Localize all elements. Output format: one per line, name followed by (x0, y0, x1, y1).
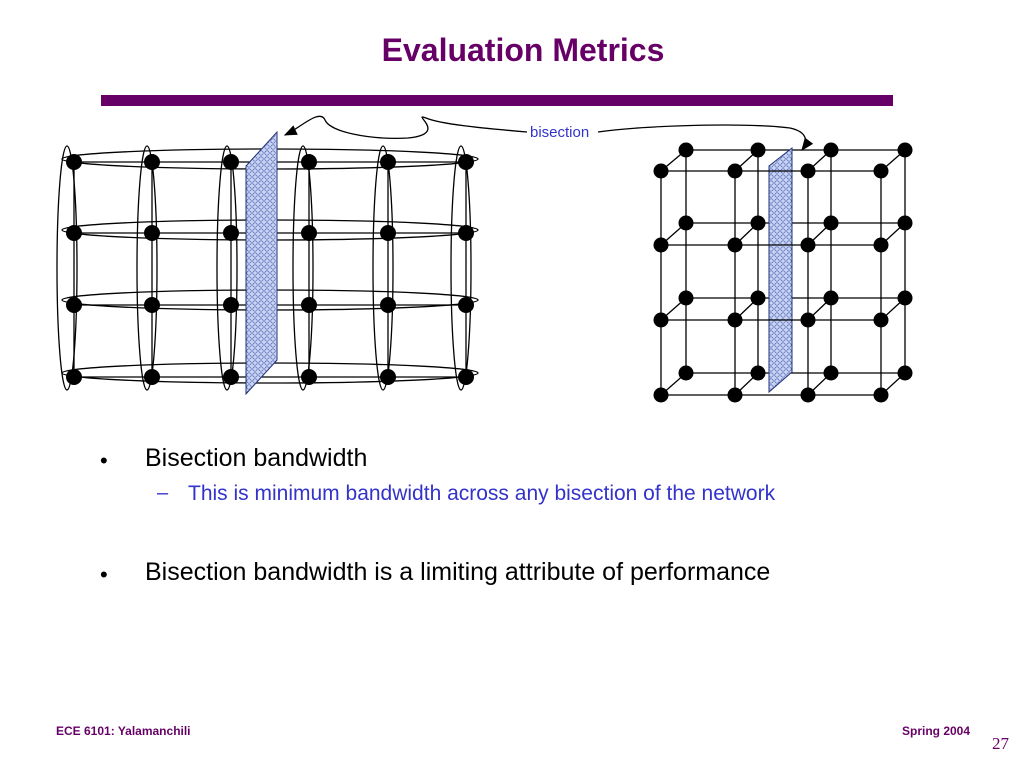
torus-nodes (66, 154, 474, 385)
bisection-label: bisection (530, 124, 590, 141)
footer-term: Spring 2004 (902, 724, 971, 738)
bullet-text: Bisection bandwidth is a limiting attrib… (145, 558, 771, 586)
bisection-callout-left-arrow (283, 115, 528, 139)
mesh-front-layer-nodes (653, 163, 889, 403)
bullet-text: Bisection bandwidth (145, 444, 368, 472)
mesh-front-layer-links (660, 170, 882, 396)
bisection-callout-right-arrow (597, 124, 814, 152)
footer-course: ECE 6101: Yalamanchili (56, 724, 191, 738)
page-number: 27 (992, 734, 1009, 753)
bullet-marker: • (100, 562, 108, 587)
torus-bisection-plane (245, 130, 278, 396)
mesh-back-layer-nodes (678, 142, 913, 381)
sub-bullet-marker: – (157, 482, 169, 504)
title-divider (101, 95, 893, 106)
sub-bullet-text: This is minimum bandwidth across any bis… (188, 482, 776, 505)
mesh-back-layer-links (685, 149, 906, 374)
bullet-list: • Bisection bandwidth – This is minimum … (100, 444, 980, 594)
mesh-bisection-plane (768, 146, 793, 394)
bullet-marker: • (100, 448, 108, 473)
bullet-item: • Bisection bandwidth is a limiting attr… (100, 558, 980, 594)
bullet-item: • Bisection bandwidth (100, 444, 980, 480)
slide-title: Evaluation Metrics (381, 32, 665, 68)
sub-bullet-item: – This is minimum bandwidth across any b… (100, 482, 980, 518)
